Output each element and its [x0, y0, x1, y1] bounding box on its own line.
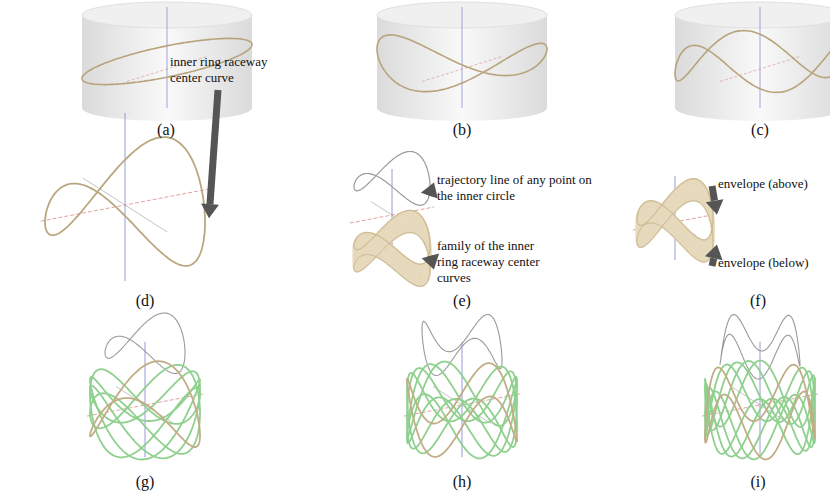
surface-band: [354, 212, 430, 266]
callout-arrowhead: [201, 204, 219, 219]
subfigure-label: (b): [446, 120, 478, 139]
raceway-curve: [407, 363, 517, 457]
callout-text: inner ring raceway center curve: [170, 54, 290, 86]
callout-text: envelope (above): [718, 176, 826, 192]
axis-line: [145, 342, 146, 458]
envelope-curve: [354, 233, 430, 287]
callout-arrow: [712, 258, 714, 266]
subfigure-label: (c): [744, 120, 776, 139]
subfigure-label: (i): [742, 472, 774, 491]
callout-text: envelope (below): [718, 255, 826, 271]
subfigure-label: (d): [129, 291, 161, 310]
raceway-curve: [377, 35, 547, 92]
raceway-curve: [90, 361, 200, 447]
surface-band: [354, 211, 430, 265]
axis-line: [760, 7, 761, 108]
cylinder-top: [675, 2, 830, 28]
axis-line: [125, 113, 126, 281]
callout-arrowhead: [706, 199, 724, 214]
raceway-curve-family: [705, 361, 815, 455]
raceway-curve: [45, 137, 205, 266]
cylinder-body: [675, 15, 830, 121]
subfigure-label: (e): [446, 291, 478, 310]
callout-text: family of the inner ring raceway center …: [437, 238, 555, 286]
raceway-curve: [705, 365, 815, 460]
subfigure-label: (h): [446, 472, 478, 491]
trajectory-curve: [354, 152, 430, 206]
subfigure-label: (f): [742, 291, 774, 310]
raceway-curve: [675, 31, 830, 93]
trajectory-curve: [422, 315, 502, 376]
subfigure-label: (a): [150, 120, 182, 139]
raceway-curve-family: [705, 361, 815, 457]
raceway-curve-family: [90, 377, 200, 460]
callout-arrow: [712, 186, 715, 201]
raceway-curve-family: [407, 364, 517, 456]
callout-arrowhead: [421, 182, 438, 198]
axis-line: [83, 178, 167, 232]
axis-line: [462, 7, 463, 108]
envelope-curve: [354, 211, 430, 265]
surface-band: [637, 179, 713, 240]
envelope-curve: [637, 179, 713, 240]
subfigure-label: (g): [129, 472, 161, 491]
callout-arrowhead: [422, 254, 439, 270]
callout-arrow: [210, 90, 218, 204]
callout-text: trajectory line of any point on the inne…: [437, 172, 597, 204]
envelope-curve: [637, 201, 713, 262]
axis-line: [167, 7, 168, 108]
raceway-curve-family: [407, 362, 517, 459]
